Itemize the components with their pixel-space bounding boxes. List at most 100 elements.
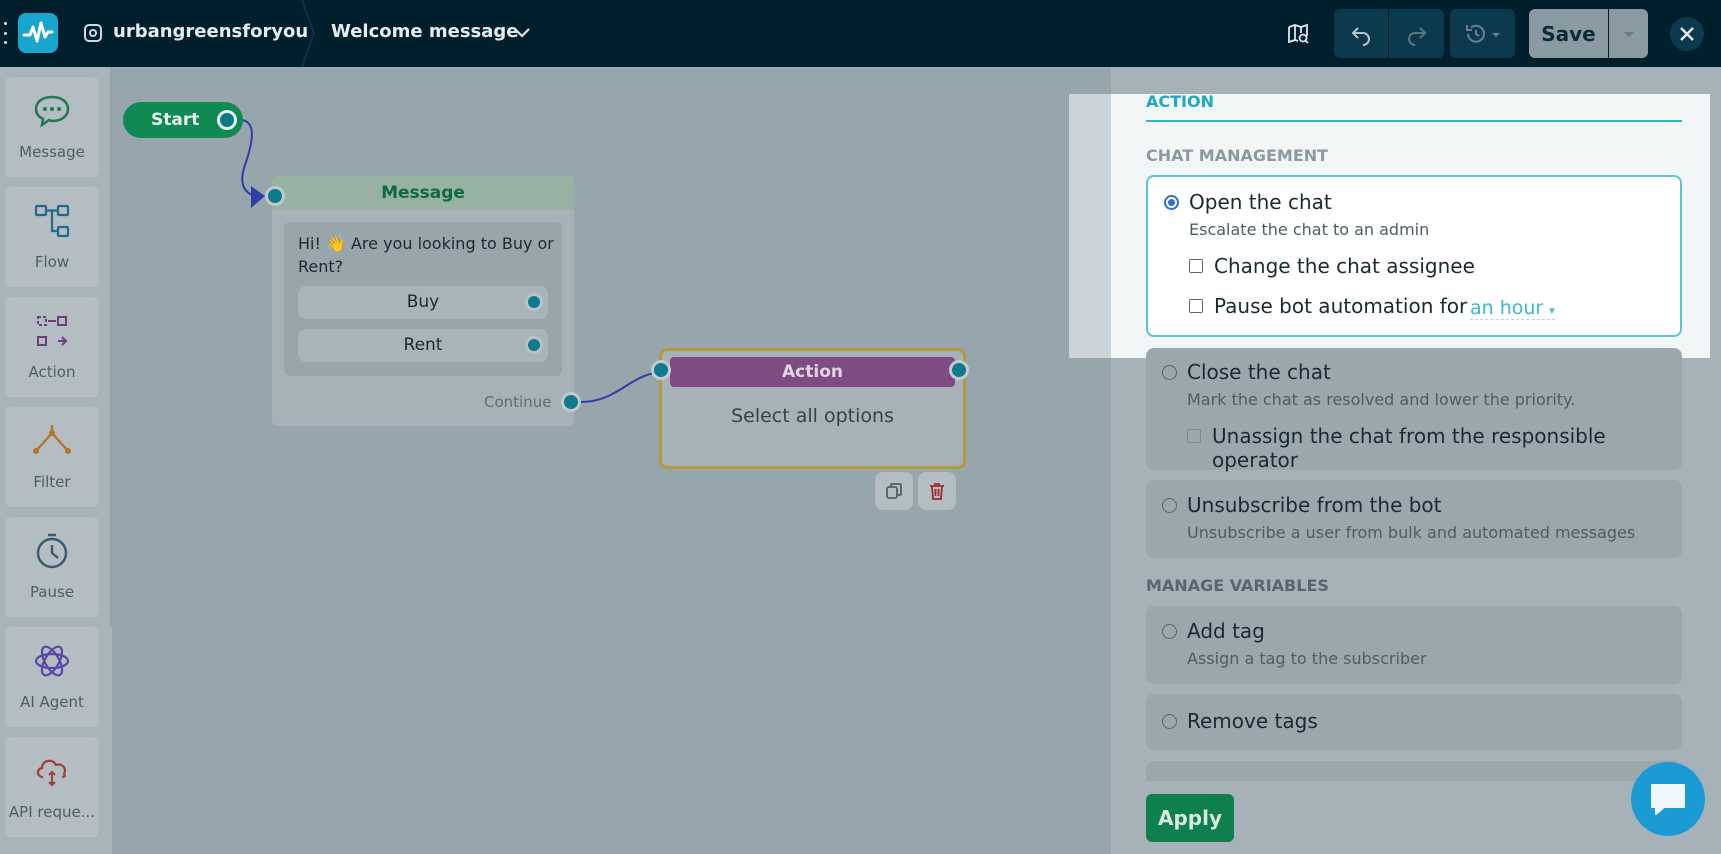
tab-action[interactable]: ACTION: [1146, 92, 1214, 111]
option-close-chat[interactable]: Close the chat Mark the chat as resolved…: [1146, 348, 1682, 472]
filter-icon: [33, 425, 71, 454]
palette-item-action[interactable]: Action: [5, 297, 99, 397]
unsubscribe-radio[interactable]: [1162, 498, 1177, 513]
undo-icon: [1351, 26, 1370, 46]
map-search-icon: [1288, 23, 1309, 44]
unassign-label[interactable]: Unassign the chat from the responsible o…: [1212, 424, 1606, 472]
reply-button-buy[interactable]: Buy: [298, 286, 548, 319]
option-add-tag[interactable]: Add tag Assign a tag to the subscriber: [1146, 606, 1682, 684]
option-subtitle: Mark the chat as resolved and lower the …: [1187, 390, 1576, 409]
add-tag-radio[interactable]: [1162, 624, 1177, 639]
message-node-header: Message: [272, 176, 574, 210]
redo-button[interactable]: [1389, 9, 1444, 58]
pause-duration-value: an hour: [1470, 297, 1544, 319]
trash-icon: [930, 483, 944, 500]
message-input-port[interactable]: [265, 186, 285, 206]
palette-item-label: Filter: [33, 473, 71, 491]
caret-down-icon: [1623, 31, 1634, 37]
tab-underline: [1146, 120, 1682, 122]
palette-item-pause[interactable]: Pause: [5, 517, 99, 617]
reply-button-rent[interactable]: Rent: [298, 329, 548, 362]
copy-icon: [886, 483, 902, 499]
chat-bubble-icon: [1651, 784, 1685, 815]
message-node[interactable]: Message Hi! 👋 Are you looking to Buy or …: [272, 176, 574, 426]
option-subtitle: Escalate the chat to an admin: [1189, 220, 1430, 239]
palette-item-message[interactable]: Message: [5, 77, 99, 177]
history-button[interactable]: [1450, 9, 1515, 58]
drag-handle-icon[interactable]: [4, 22, 8, 44]
unassign-checkbox[interactable]: [1187, 429, 1201, 443]
reply-output-port[interactable]: [525, 336, 543, 354]
option-subtitle: Assign a tag to the subscriber: [1187, 649, 1427, 668]
section-manage-variables: MANAGE VARIABLES: [1146, 576, 1329, 595]
support-chat-button[interactable]: [1631, 762, 1705, 836]
duplicate-node-button[interactable]: [875, 472, 913, 510]
palette-item-flow[interactable]: Flow: [5, 187, 99, 287]
ai-agent-icon: [34, 645, 70, 677]
action-input-port[interactable]: [651, 360, 671, 380]
api-cloud-icon: [36, 759, 66, 787]
change-assignee-label[interactable]: Change the chat assignee: [1214, 254, 1475, 278]
palette-item-label: Flow: [34, 253, 70, 271]
message-node-body: Hi! 👋 Are you looking to Buy or Rent? Bu…: [284, 222, 562, 376]
continue-output-port[interactable]: [561, 392, 581, 412]
close-icon: [1680, 27, 1694, 41]
option-clipped[interactable]: [1146, 761, 1682, 781]
start-label: Start: [151, 110, 200, 130]
option-unsubscribe[interactable]: Unsubscribe from the bot Unsubscribe a u…: [1146, 480, 1682, 558]
map-search-button[interactable]: [1277, 9, 1319, 58]
delete-node-button[interactable]: [918, 472, 956, 510]
chat-bubble-icon: [34, 95, 70, 128]
instagram-icon: [84, 24, 102, 42]
palette-item-ai-agent[interactable]: AI Agent: [5, 627, 99, 727]
option-title: Remove tags: [1187, 709, 1318, 733]
palette-item-label: AI Agent: [20, 693, 84, 711]
pause-duration-dropdown[interactable]: an hour ▾: [1470, 297, 1555, 320]
start-node[interactable]: Start: [123, 102, 243, 138]
history-icon: [1465, 24, 1500, 43]
option-title: Close the chat: [1187, 360, 1331, 384]
section-chat-management: CHAT MANAGEMENT: [1146, 146, 1329, 165]
palette-item-label: Pause: [29, 583, 75, 601]
palette-item-api-request[interactable]: API reque...: [5, 737, 99, 837]
flow-icon: [34, 204, 70, 238]
pause-bot-checkbox[interactable]: [1189, 299, 1203, 313]
open-chat-radio[interactable]: [1164, 195, 1179, 210]
save-options-button[interactable]: [1609, 9, 1648, 58]
remove-tags-radio[interactable]: [1162, 714, 1177, 729]
reply-output-port[interactable]: [525, 293, 543, 311]
palette-item-label: API reque...: [8, 803, 96, 821]
option-subtitle: Unsubscribe a user from bulk and automat…: [1187, 523, 1636, 542]
chevron-down-icon[interactable]: [512, 22, 532, 42]
palette-item-label: Action: [28, 363, 76, 381]
pause-bot-label[interactable]: Pause bot automation for: [1214, 294, 1468, 318]
reply-button-label: Rent: [403, 335, 443, 355]
palette-item-filter[interactable]: Filter: [5, 407, 99, 507]
message-text: Hi! 👋 Are you looking to Buy or Rent?: [298, 234, 554, 276]
option-title: Open the chat: [1189, 190, 1332, 214]
option-title: Unsubscribe from the bot: [1187, 493, 1442, 517]
account-name[interactable]: urbangreensforyou: [113, 21, 309, 42]
action-node-header: Action: [670, 357, 955, 387]
redo-icon: [1407, 26, 1426, 46]
top-bar: urbangreensforyou Welcome message Save: [0, 0, 1721, 67]
action-output-port[interactable]: [949, 360, 969, 380]
pulse-logo-icon[interactable]: [18, 13, 58, 53]
option-remove-tags[interactable]: Remove tags: [1146, 694, 1682, 750]
reply-button-label: Buy: [406, 292, 440, 312]
start-output-port[interactable]: [217, 110, 237, 130]
action-node-description: Select all options: [731, 405, 894, 427]
undo-button[interactable]: [1334, 9, 1388, 58]
action-node[interactable]: Action Select all options: [659, 348, 966, 469]
save-button[interactable]: Save: [1529, 9, 1608, 58]
apply-button[interactable]: Apply: [1146, 794, 1234, 842]
change-assignee-checkbox[interactable]: [1189, 259, 1203, 273]
flow-title[interactable]: Welcome message: [331, 21, 519, 42]
continue-label: Continue: [484, 393, 552, 411]
breadcrumb-separator-icon: [301, 0, 316, 67]
action-icon: [37, 316, 68, 346]
close-button[interactable]: [1670, 17, 1704, 51]
option-open-chat[interactable]: Open the chat Escalate the chat to an ad…: [1146, 175, 1682, 337]
clock-icon: [36, 533, 68, 569]
close-chat-radio[interactable]: [1162, 365, 1177, 380]
